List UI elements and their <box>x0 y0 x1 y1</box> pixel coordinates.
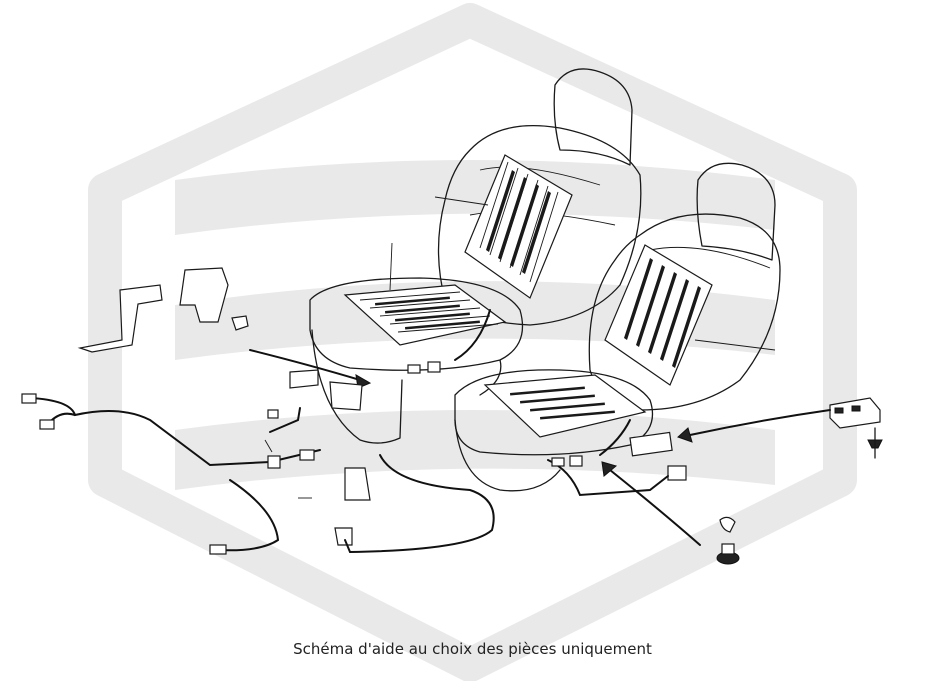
switch-bracket <box>289 369 371 546</box>
control-unit <box>629 431 687 481</box>
arrows <box>249 349 831 546</box>
control-module <box>829 397 881 429</box>
left-backrest-heating-mat <box>434 154 573 299</box>
mounting-bracket-left <box>77 267 249 353</box>
caption: Schéma d'aide au choix des pièces unique… <box>293 640 652 658</box>
right-seat <box>454 162 781 492</box>
right-cushion-heating-mat <box>483 374 647 456</box>
right-backrest-heating-mat <box>604 244 776 386</box>
screw-icon <box>867 427 883 459</box>
wiring-harness <box>21 361 669 555</box>
left-cushion-heating-mat <box>343 242 507 361</box>
watermark-logo <box>88 3 857 681</box>
nut-icon <box>716 516 740 565</box>
